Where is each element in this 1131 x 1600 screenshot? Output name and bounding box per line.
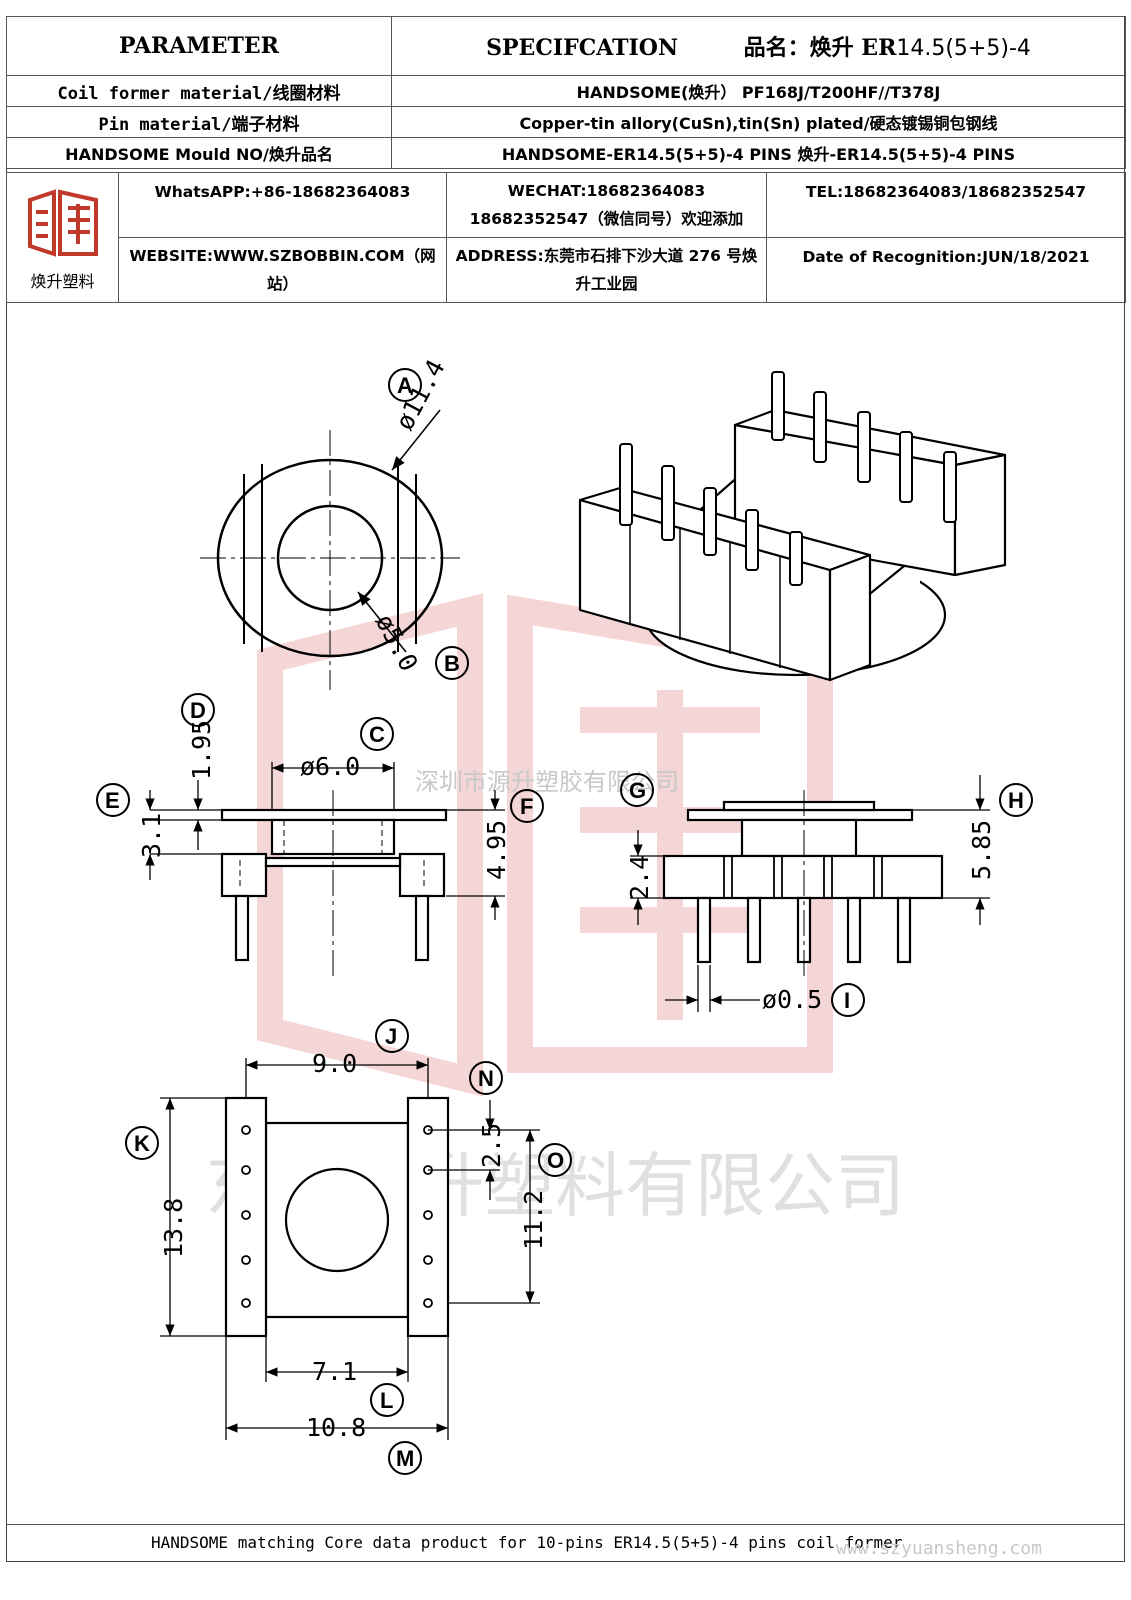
label-a: A xyxy=(397,373,413,398)
label-e: E xyxy=(105,788,120,813)
label-n: N xyxy=(478,1066,494,1091)
callout-j: J xyxy=(375,1019,409,1053)
wechat-line1: WECHAT:18682364083 xyxy=(507,182,706,200)
spec-table: PARAMETER SPECIFCATION 品名：焕升 ER14.5(5+5)… xyxy=(6,16,1126,169)
product-name-label: 品名：焕升 ER xyxy=(743,35,897,61)
pin-material-label: Pin material/端子材料 xyxy=(6,106,392,138)
specification-header: SPECIFCATION xyxy=(486,35,679,61)
dim-k: 13.8 xyxy=(159,1198,188,1258)
dim-g: 2.4 xyxy=(625,855,654,900)
front-view xyxy=(220,790,448,980)
callout-a: A xyxy=(388,368,422,402)
callout-i: I xyxy=(831,983,865,1017)
callout-d: D xyxy=(181,693,215,727)
isometric-pins xyxy=(619,371,957,586)
label-f: F xyxy=(520,794,533,819)
dim-c: ø6.0 xyxy=(300,752,360,781)
side-view-dims xyxy=(630,775,990,1012)
callout-e: E xyxy=(96,783,130,817)
callout-o: O xyxy=(538,1143,572,1177)
wechat-cell: WECHAT:18682364083 18682352547（微信同号）欢迎添加 xyxy=(446,172,767,238)
footer-text: HANDSOME matching Core data product for … xyxy=(151,1533,903,1552)
label-b: B xyxy=(444,651,460,676)
dim-d: 1.95 xyxy=(187,720,216,780)
dim-m: 10.8 xyxy=(306,1413,366,1442)
dim-e: 3.1 xyxy=(137,813,166,858)
mould-no-label: HANDSOME Mould NO/焕升品名 xyxy=(6,137,392,169)
dim-f: 4.95 xyxy=(482,820,511,880)
label-m: M xyxy=(396,1446,414,1471)
top-view xyxy=(200,409,460,690)
company-logo xyxy=(27,188,98,257)
iso-pin xyxy=(745,509,759,571)
label-c: C xyxy=(369,722,385,747)
dim-o: 11.2 xyxy=(519,1190,548,1250)
label-l: L xyxy=(380,1388,393,1413)
iso-pin xyxy=(789,531,803,586)
callout-n: N xyxy=(469,1061,503,1095)
logo-cell: 焕升塑料 xyxy=(6,172,119,303)
front-view-dims xyxy=(145,762,505,920)
label-i: I xyxy=(844,988,850,1013)
dim-h: 5.85 xyxy=(967,820,996,880)
callout-f: F xyxy=(510,789,544,823)
label-h: H xyxy=(1008,788,1024,813)
iso-pin xyxy=(813,391,827,463)
bottom-view xyxy=(224,1096,450,1338)
contact-table: 焕升塑料 WhatsAPP:+86-18682364083 WECHAT:186… xyxy=(6,172,1126,303)
bottom-view-dims xyxy=(160,1058,540,1440)
label-j: J xyxy=(385,1024,397,1049)
iso-pin xyxy=(771,371,785,441)
label-d: D xyxy=(190,698,206,723)
callout-l: L xyxy=(370,1383,404,1417)
label-o: O xyxy=(547,1148,564,1173)
footer: HANDSOME matching Core data product for … xyxy=(6,1524,1125,1563)
footer-url: www.szyuansheng.com xyxy=(836,1538,1042,1559)
callout-c: C xyxy=(360,717,394,751)
label-g: G xyxy=(629,778,646,803)
iso-pin xyxy=(857,411,871,483)
dim-l: 7.1 xyxy=(312,1357,357,1386)
date-cell: Date of Recognition:JUN/18/2021 xyxy=(766,237,1126,303)
iso-pin xyxy=(943,451,957,523)
iso-pin xyxy=(899,431,913,503)
watermark-small: 深圳市源升塑胶有限公司 xyxy=(415,768,679,796)
callout-m: M xyxy=(388,1441,422,1475)
iso-pin xyxy=(703,487,717,556)
mould-no-value: HANDSOME-ER14.5(5+5)-4 PINS 焕升-ER14.5(5+… xyxy=(391,137,1126,169)
wechat-line2: 18682352547（微信同号）欢迎添加 xyxy=(469,210,744,228)
callout-h: H xyxy=(999,783,1033,817)
callout-b: B xyxy=(435,646,469,680)
dim-n: 2.5 xyxy=(477,1123,506,1168)
product-model: 14.5(5+5)-4 xyxy=(896,36,1031,61)
dim-j: 9.0 xyxy=(312,1049,357,1078)
iso-pin xyxy=(619,443,633,526)
iso-pin xyxy=(661,465,675,541)
logo-text: 焕升塑料 xyxy=(30,271,95,291)
side-view xyxy=(662,790,944,980)
address-cell: ADDRESS:东莞市石排下沙大道 276 号焕升工业园 xyxy=(446,237,767,303)
spec-header-cell: SPECIFCATION 品名：焕升 ER14.5(5+5)-4 xyxy=(391,16,1126,76)
tel-cell: TEL:18682364083/18682352547 xyxy=(766,172,1126,238)
callout-g: G xyxy=(620,773,654,807)
website-cell: WEBSITE:WWW.SZBOBBIN.COM（网站） xyxy=(118,237,447,303)
label-k: K xyxy=(134,1131,150,1156)
callout-k: K xyxy=(125,1126,159,1160)
dim-i: ø0.5 xyxy=(762,985,822,1014)
